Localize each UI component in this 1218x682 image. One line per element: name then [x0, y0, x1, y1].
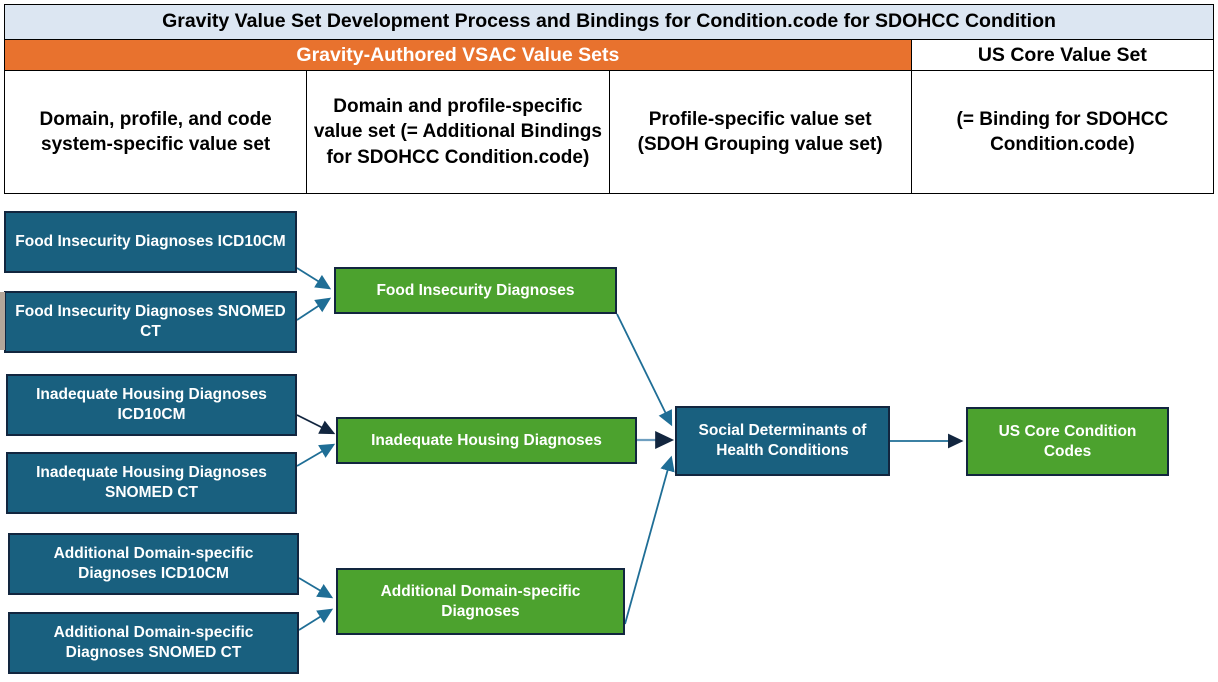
edge-additional-snomed-to-additional-vs: [298, 608, 334, 631]
node-label: Inadequate Housing Diagnoses: [371, 431, 602, 449]
band-us-core: US Core Value Set: [910, 39, 1215, 71]
node-social-determinants-of-health-conditions[interactable]: Social Determinants of Health Conditions: [675, 406, 890, 476]
header-band-row: Gravity-Authored VSAC Value Sets US Core…: [4, 39, 1215, 71]
column-header-profile-specific: Profile-specific value set (SDOH Groupin…: [608, 70, 912, 194]
node-label: Additional Domain-specific Diagnoses ICD…: [53, 545, 254, 582]
column-header-code-system-specific: Domain, profile, and code system-specifi…: [3, 70, 308, 194]
edge-additional-vs-to-sdoh: [624, 455, 675, 625]
node-label: US Core Condition Codes: [998, 422, 1137, 460]
node-label: Inadequate Housing Diagnoses SNOMED CT: [36, 464, 267, 501]
node-inadequate-housing-diagnoses-value-set[interactable]: Inadequate Housing Diagnoses: [336, 417, 637, 464]
node-label: Additional Domain-specific Diagnoses SNO…: [53, 624, 254, 661]
node-additional-domain-specific-diagnoses-icd10cm[interactable]: Additional Domain-specific Diagnoses ICD…: [8, 533, 299, 595]
header-table: Gravity Value Set Development Process an…: [3, 4, 1215, 194]
left-edge-artifact: [0, 292, 5, 350]
column-header-binding: (= Binding for SDOHCC Condition.code): [910, 70, 1215, 194]
header-columns-row: Domain, profile, and code system-specifi…: [3, 70, 1215, 194]
node-food-insecurity-diagnoses-snomed-ct[interactable]: Food Insecurity Diagnoses SNOMED CT: [4, 291, 297, 353]
edge-food-snomed-to-food-vs: [296, 297, 332, 321]
node-label: Social Determinants of Health Conditions: [698, 422, 867, 459]
node-label: Food Insecurity Diagnoses ICD10CM: [15, 233, 286, 251]
node-inadequate-housing-diagnoses-icd10cm[interactable]: Inadequate Housing Diagnoses ICD10CM: [6, 374, 297, 436]
node-label: Food Insecurity Diagnoses: [376, 281, 575, 299]
node-inadequate-housing-diagnoses-snomed-ct[interactable]: Inadequate Housing Diagnoses SNOMED CT: [6, 452, 297, 514]
header-title-row: Gravity Value Set Development Process an…: [4, 4, 1214, 40]
node-label: Inadequate Housing Diagnoses ICD10CM: [36, 386, 267, 423]
edge-housing-icd10cm-to-housing-vs: [296, 414, 336, 435]
node-additional-domain-specific-diagnoses-value-set[interactable]: Additional Domain-specific Diagnoses: [336, 568, 625, 635]
band-gravity-authored: Gravity-Authored VSAC Value Sets: [4, 39, 912, 71]
column-header-domain-profile-specific: Domain and profile-specific value set (=…: [306, 70, 610, 194]
page-title: Gravity Value Set Development Process an…: [4, 4, 1214, 40]
node-food-insecurity-diagnoses-value-set[interactable]: Food Insecurity Diagnoses: [334, 267, 617, 314]
node-label: Additional Domain-specific Diagnoses: [380, 582, 581, 620]
node-additional-domain-specific-diagnoses-snomed-ct[interactable]: Additional Domain-specific Diagnoses SNO…: [8, 612, 299, 674]
edge-food-icd10cm-to-food-vs: [296, 267, 332, 290]
node-food-insecurity-diagnoses-icd10cm[interactable]: Food Insecurity Diagnoses ICD10CM: [4, 211, 297, 273]
edge-food-vs-to-sdoh: [616, 313, 673, 427]
node-label: Food Insecurity Diagnoses SNOMED CT: [15, 303, 286, 340]
edge-housing-snomed-to-housing-vs: [296, 443, 336, 467]
node-us-core-condition-codes[interactable]: US Core Condition Codes: [966, 407, 1169, 476]
edge-additional-icd10cm-to-additional-vs: [298, 577, 334, 599]
